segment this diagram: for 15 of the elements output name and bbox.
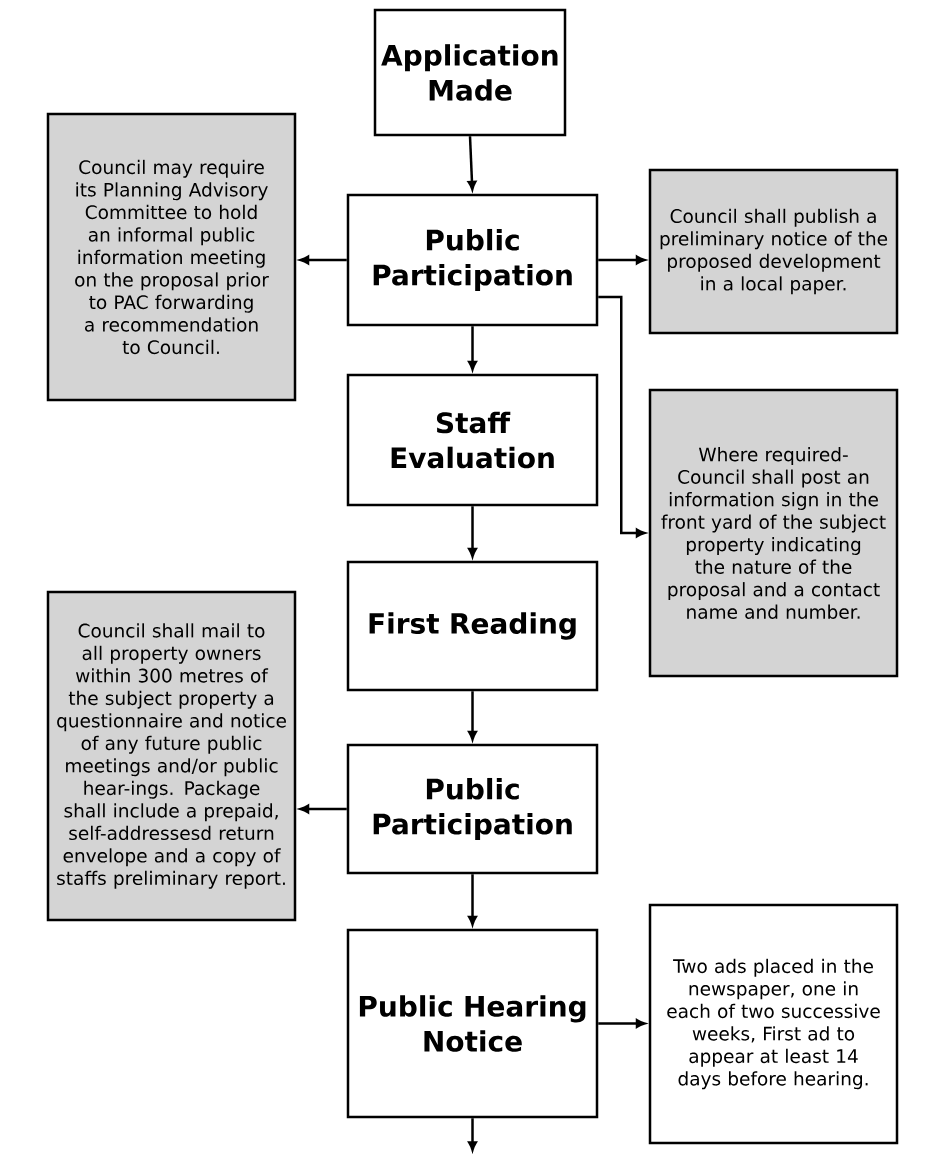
arrow <box>598 295 646 538</box>
arrow <box>299 255 347 265</box>
process-box: Public Participation <box>346 193 599 327</box>
process-box: Public Participation <box>346 743 599 875</box>
process-box: First Reading <box>346 560 599 692</box>
note-box: Council shall publish a preliminary notice of the proposed development in a local paper. <box>648 168 899 335</box>
process-box: Public Hearing Notice <box>346 928 599 1119</box>
note-box: Council may require its Planning Advisory Committee to hold an informal public information meeting on the proposal prior to PAC forwarding a recommendation to Council. <box>46 112 297 402</box>
arrow <box>299 804 347 814</box>
process-box: Staff Evaluation <box>346 373 599 507</box>
note-box: Where required- Council shall post an information sign in the front yard of the subject property indicating the nature of the proposal and a contact name and number. <box>648 388 899 678</box>
note-box: Council shall mail to all property owners within 300 metres of the subject property a questionnaire and notice of any future public meetings and/or public hear-ings. Package shall include a prepaid, self-addressesd return envelope and a copy of staffs preliminary report. <box>46 590 297 922</box>
note-box: Two ads placed in the newspaper, one in each of two successive weeks, First ad to appear at least 14 days before hearing. <box>648 903 899 1145</box>
arrow <box>598 255 646 265</box>
process-box: Application Made <box>373 8 567 137</box>
